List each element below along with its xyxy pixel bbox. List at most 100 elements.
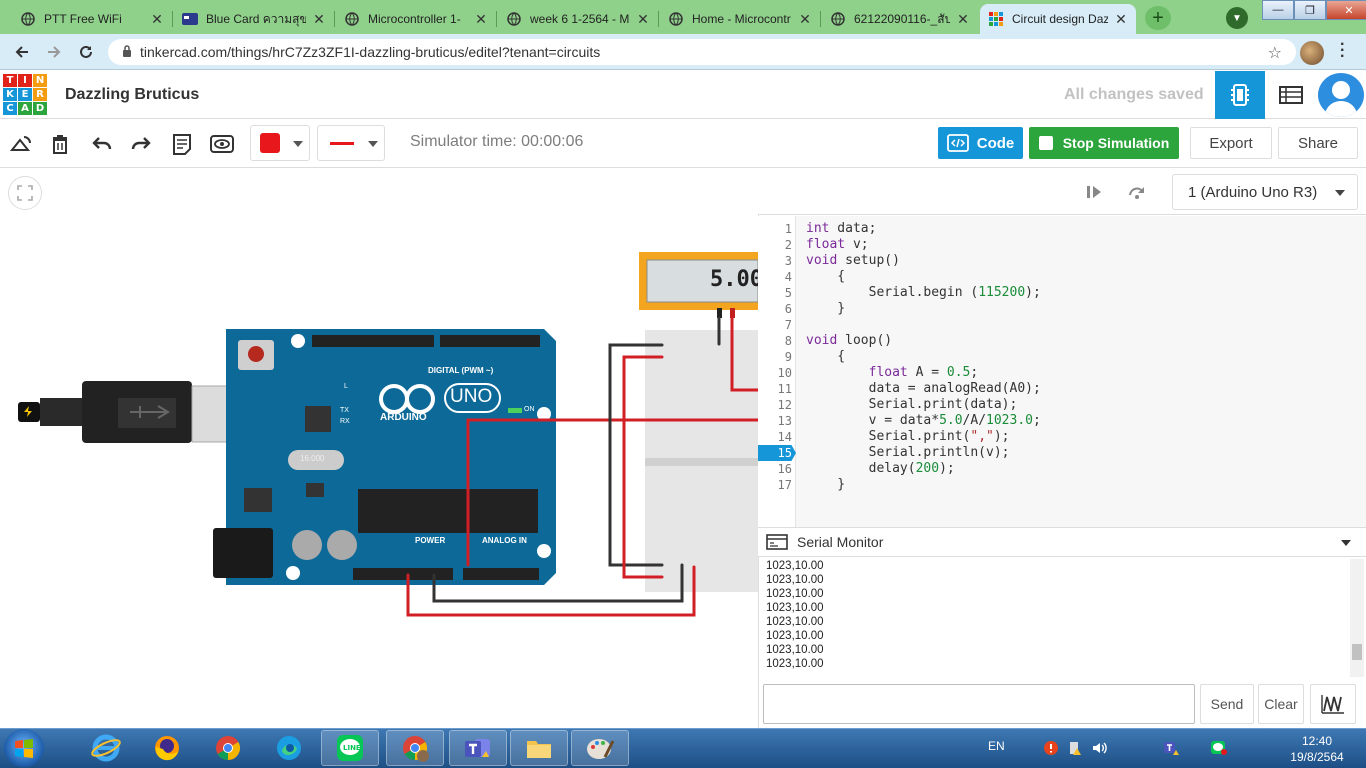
circuit-view-button[interactable]: [1215, 71, 1265, 119]
maximize-button[interactable]: ❐: [1294, 0, 1326, 20]
code-button[interactable]: Code: [938, 127, 1023, 159]
back-arrow-icon[interactable]: [11, 41, 33, 63]
line-number-gutter[interactable]: [758, 216, 796, 527]
delete-trash-icon[interactable]: [47, 131, 73, 157]
file-explorer-icon[interactable]: [510, 730, 568, 766]
share-button[interactable]: Share: [1278, 127, 1358, 159]
code-line[interactable]: float v;: [806, 237, 869, 252]
browser-tab-circuit-design[interactable]: Circuit design Daz ✕: [980, 4, 1136, 34]
tab-close-icon[interactable]: ✕: [475, 10, 487, 27]
tab-close-icon[interactable]: ✕: [637, 10, 649, 27]
serial-input[interactable]: [763, 684, 1195, 724]
code-line[interactable]: }: [806, 477, 846, 492]
line-number[interactable]: 11: [777, 382, 792, 396]
code-line[interactable]: v = data*5.0/A/1023.0;: [806, 413, 1041, 428]
reload-icon[interactable]: [75, 41, 97, 63]
wire-color-picker[interactable]: [250, 125, 310, 161]
line-number[interactable]: 3: [784, 254, 792, 268]
tab-close-icon[interactable]: ✕: [151, 10, 163, 27]
fit-to-view-button[interactable]: [8, 176, 42, 210]
redo-icon[interactable]: [128, 131, 154, 157]
line-number[interactable]: 6: [784, 302, 792, 316]
code-line[interactable]: }: [806, 301, 846, 316]
device-warning-icon[interactable]: [1066, 740, 1084, 756]
arduino-uno-board[interactable]: [213, 329, 556, 585]
visibility-eye-icon[interactable]: [209, 131, 235, 157]
line-number[interactable]: 7: [784, 318, 792, 332]
code-line[interactable]: {: [806, 349, 846, 364]
line-number[interactable]: 15: [758, 445, 796, 461]
code-editor[interactable]: [758, 216, 1366, 527]
notes-icon[interactable]: [169, 131, 195, 157]
alert-icon[interactable]: [1042, 740, 1060, 756]
device-select[interactable]: 1 (Arduino Uno R3): [1172, 174, 1358, 210]
line-number[interactable]: 14: [777, 430, 792, 444]
new-tab-button[interactable]: +: [1145, 6, 1171, 30]
step-over-icon[interactable]: [1125, 180, 1149, 204]
multimeter[interactable]: [639, 252, 758, 318]
code-line[interactable]: void setup(): [806, 253, 900, 268]
wires[interactable]: [406, 316, 758, 617]
chrome-profile-icon[interactable]: [386, 730, 444, 766]
chrome-icon[interactable]: [199, 730, 257, 766]
line-number[interactable]: 17: [777, 478, 792, 492]
graph-button[interactable]: [1310, 684, 1356, 724]
clear-button[interactable]: Clear: [1258, 684, 1304, 724]
undo-icon[interactable]: [89, 131, 115, 157]
circuit-canvas[interactable]: DIGITAL (PWM ~) UNO ARDUINO ON TX RX L 1…: [0, 169, 758, 728]
forward-arrow-icon[interactable]: [43, 41, 65, 63]
breadboard[interactable]: [645, 330, 758, 592]
code-line[interactable]: Serial.begin (115200);: [806, 285, 1041, 300]
browser-tab-ptt-wifi[interactable]: PTT Free WiFi ✕: [12, 4, 172, 34]
code-line[interactable]: void loop(): [806, 333, 893, 348]
tab-close-icon[interactable]: ✕: [313, 10, 325, 27]
teams-tray-icon[interactable]: [1162, 740, 1180, 756]
serial-monitor-bar[interactable]: [758, 527, 1366, 557]
browser-tab-microcontroller[interactable]: Microcontroller 1- ✕: [336, 4, 496, 34]
code-line[interactable]: {: [806, 269, 846, 284]
minimize-button[interactable]: —: [1262, 0, 1294, 20]
user-avatar[interactable]: [1318, 73, 1364, 117]
line-number[interactable]: 10: [777, 366, 792, 380]
code-line[interactable]: data = analogRead(A0);: [806, 381, 1041, 396]
close-window-button[interactable]: ✕: [1326, 0, 1366, 20]
firefox-icon[interactable]: [138, 730, 196, 766]
code-line[interactable]: Serial.print(",");: [806, 429, 1010, 444]
line-number[interactable]: 13: [777, 414, 792, 428]
line-number[interactable]: 9: [784, 350, 792, 364]
code-line[interactable]: Serial.println(v);: [806, 445, 1010, 460]
browser-tab-student-id[interactable]: 62122090116-_สัปเ ✕: [822, 4, 978, 34]
line-number[interactable]: 5: [784, 286, 792, 300]
code-line[interactable]: int data;: [806, 221, 877, 236]
rotate-icon[interactable]: [8, 131, 34, 157]
paint-icon[interactable]: [571, 730, 629, 766]
language-indicator[interactable]: EN: [988, 739, 1005, 753]
line-tray-icon[interactable]: [1210, 740, 1228, 756]
stop-simulation-button[interactable]: Stop Simulation: [1029, 127, 1179, 159]
browser-menu-icon[interactable]: ···: [1340, 36, 1346, 65]
tab-close-icon[interactable]: ✕: [1115, 10, 1127, 27]
system-clock[interactable]: 12:40 19/8/2564: [1282, 733, 1352, 765]
edge-icon[interactable]: [260, 730, 318, 766]
line-number[interactable]: 2: [784, 238, 792, 252]
tab-search-icon[interactable]: ▼: [1226, 7, 1248, 29]
tab-close-icon[interactable]: ✕: [799, 10, 811, 27]
line-number[interactable]: 8: [784, 334, 792, 348]
wire-type-picker[interactable]: [317, 125, 385, 161]
code-line[interactable]: Serial.print(data);: [806, 397, 1018, 412]
code-line[interactable]: delay(200);: [806, 461, 955, 476]
url-bar[interactable]: tinkercad.com/things/hrC7Zz3ZF1I-dazzlin…: [108, 39, 1296, 65]
volume-icon[interactable]: [1090, 740, 1108, 756]
browser-tab-blue-card[interactable]: Blue Card ความสุขข ✕: [174, 4, 334, 34]
chevron-down-icon[interactable]: [1341, 540, 1351, 546]
browser-tab-week6[interactable]: week 6 1-2564 - M ✕: [498, 4, 658, 34]
browser-tab-home-microcontroller[interactable]: Home - Microcontr ✕: [660, 4, 820, 34]
components-list-button[interactable]: [1266, 71, 1316, 119]
teams-icon[interactable]: [449, 730, 507, 766]
line-number[interactable]: 16: [777, 462, 792, 476]
start-button[interactable]: [4, 729, 44, 767]
line-number[interactable]: 1: [784, 222, 792, 236]
scrollbar-thumb[interactable]: [1352, 644, 1362, 660]
browser-profile-avatar[interactable]: [1300, 41, 1324, 65]
step-debug-icon[interactable]: [1082, 180, 1106, 204]
